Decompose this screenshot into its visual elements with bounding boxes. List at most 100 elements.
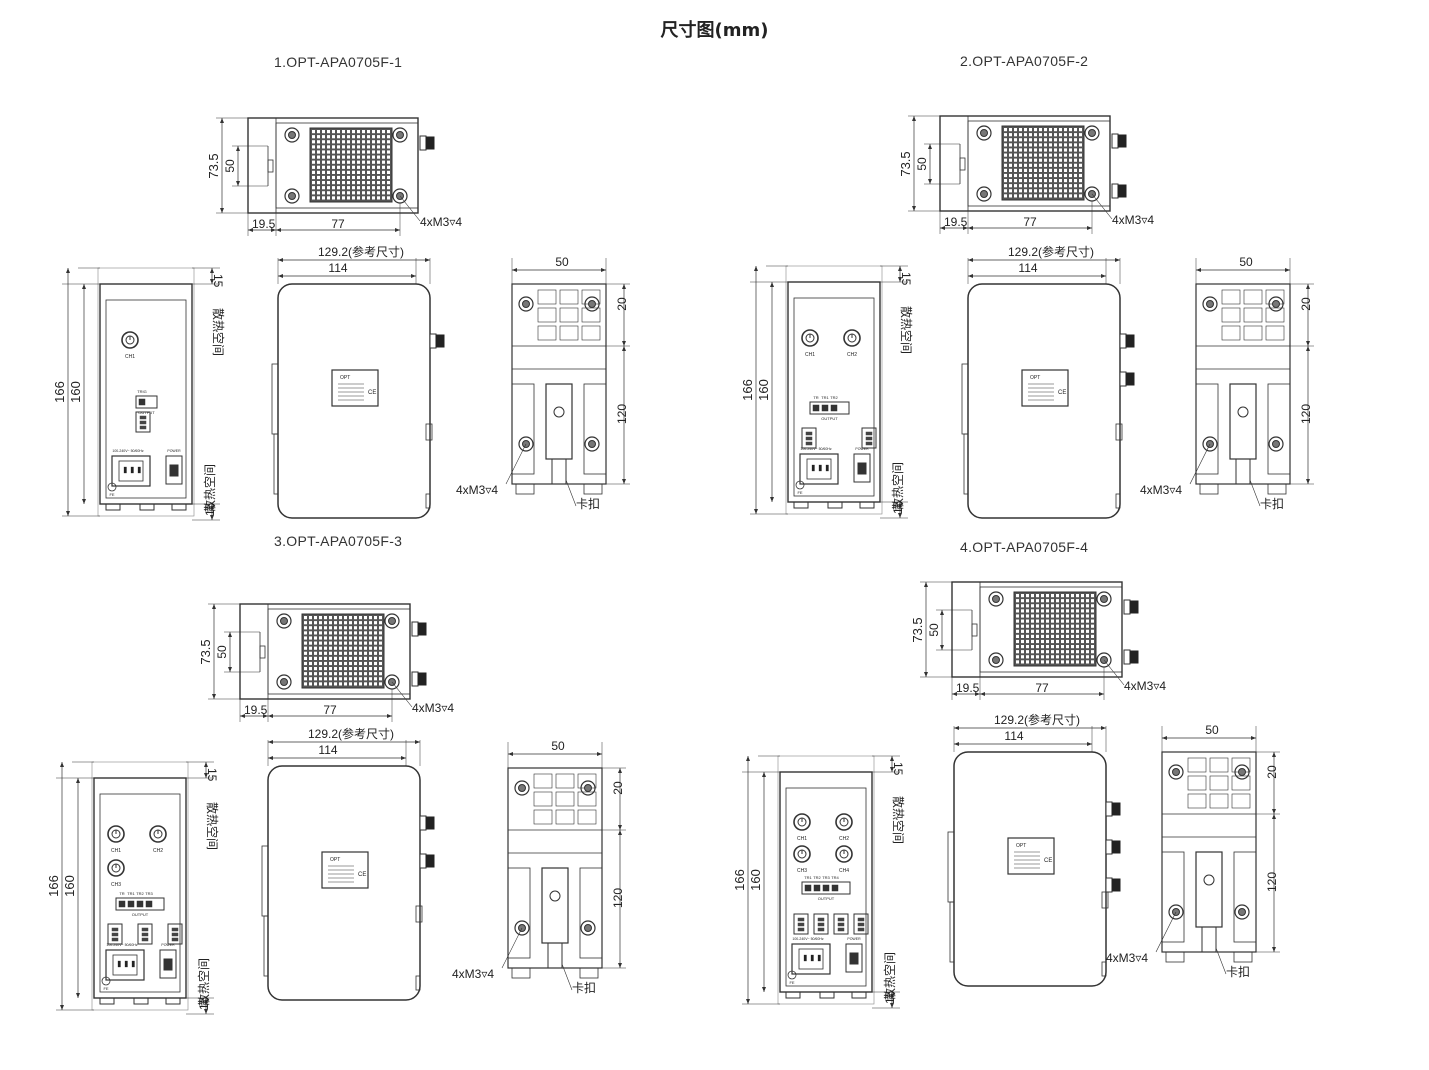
- grille-hole: [379, 636, 382, 640]
- grille-hole: [1019, 194, 1022, 198]
- grille-hole: [1039, 168, 1042, 172]
- grille-hole: [1049, 173, 1052, 178]
- grille-hole: [1044, 133, 1047, 137]
- grille-hole: [1079, 194, 1082, 198]
- grille-hole: [372, 175, 375, 180]
- grille-hole: [369, 641, 372, 645]
- grille-hole: [1026, 645, 1029, 649]
- grille-hole: [304, 672, 307, 676]
- grille-hole: [332, 170, 335, 174]
- side-body: [277, 283, 431, 519]
- grille-hole: [1046, 655, 1049, 659]
- heat-space-top: 散热空间: [211, 308, 226, 356]
- output-connector-icon-pin: [865, 431, 873, 436]
- grille-hole: [1014, 133, 1017, 137]
- grille-hole: [1021, 594, 1024, 598]
- bnc-connector-icon-head: [425, 854, 435, 868]
- dim-side-width: 50: [551, 739, 565, 753]
- grille-hole: [339, 641, 342, 645]
- grille-hole: [1044, 138, 1047, 142]
- grille-hole: [1041, 609, 1044, 613]
- knob-icon: [107, 825, 125, 843]
- end-foot: [1165, 951, 1185, 963]
- grille-hole: [1079, 163, 1082, 167]
- grille-hole: [374, 616, 377, 620]
- grille-hole: [1034, 179, 1037, 183]
- grille-hole: [334, 661, 337, 666]
- grille-hole: [1036, 624, 1039, 628]
- end-rib: [537, 325, 557, 341]
- grille-hole: [1061, 599, 1064, 603]
- grille-hole: [1081, 609, 1084, 613]
- grille-hole: [1016, 599, 1019, 603]
- grille-hole: [382, 160, 385, 164]
- grille-hole: [324, 656, 327, 660]
- grille-hole: [1034, 163, 1037, 167]
- front-panel: [99, 793, 181, 993]
- grille-hole: [1061, 639, 1064, 644]
- grille-hole: [1066, 660, 1069, 664]
- inlet-pin: [123, 466, 127, 474]
- grille-hole: [1036, 645, 1039, 649]
- grille-hole: [369, 626, 372, 630]
- grille-hole: [1016, 634, 1019, 638]
- dim-body-depth: 114: [318, 743, 337, 757]
- top-latch: [971, 623, 978, 637]
- grille-hole: [1044, 148, 1047, 152]
- grille-hole: [1019, 189, 1022, 193]
- knob-icon-label: CH3: [797, 868, 807, 874]
- grille-hole: [347, 150, 350, 154]
- end-screw-icon-center: [584, 784, 592, 792]
- end-rib: [537, 307, 557, 323]
- grille-hole: [1046, 634, 1049, 638]
- power-switch-icon: [159, 949, 177, 979]
- grille-hole: [377, 135, 380, 139]
- grille-hole: [1044, 173, 1047, 178]
- grille-hole: [337, 175, 340, 180]
- power-inlet-icon: [791, 943, 831, 975]
- grille-hole: [1021, 604, 1024, 608]
- grille-hole: [1071, 650, 1074, 654]
- grille-hole: [1021, 614, 1024, 618]
- end-rib: [559, 289, 579, 305]
- grille-hole: [1059, 128, 1062, 132]
- knob-icon: [793, 813, 811, 831]
- grille-hole: [1051, 629, 1054, 633]
- grille-hole: [1086, 634, 1089, 638]
- trigger-terminal: [801, 881, 851, 895]
- power-switch-rocker: [163, 958, 173, 971]
- knob-icon: [843, 329, 861, 347]
- grille-hole: [1014, 128, 1017, 132]
- grille-hole: [1051, 650, 1054, 654]
- grille-hole: [1091, 629, 1094, 633]
- grille-hole: [367, 175, 370, 180]
- foot: [171, 503, 187, 511]
- grille-hole: [1009, 163, 1012, 167]
- bnc-connector-icon-head: [1117, 184, 1127, 198]
- tr-label: TR3: [822, 875, 830, 880]
- end-foot: [1233, 951, 1253, 963]
- grille-hole: [1004, 194, 1007, 198]
- terminal-pin: [145, 900, 153, 908]
- grille-hole: [329, 626, 332, 630]
- power-label: POWER: [855, 447, 869, 451]
- grille-hole: [387, 186, 390, 190]
- grille-hole: [309, 631, 312, 635]
- top-screw-icon: [1084, 125, 1100, 141]
- grille-hole: [1074, 194, 1077, 198]
- grille-hole: [332, 160, 335, 164]
- output-label: OUTPUT: [818, 896, 835, 901]
- grille-hole: [382, 175, 385, 180]
- grille-hole: [1059, 143, 1062, 147]
- grille-hole: [379, 651, 382, 655]
- grille-hole: [1049, 168, 1052, 172]
- bnc-connector-icon-head: [417, 672, 427, 686]
- output-connector-icon-pin: [797, 922, 805, 927]
- grille-hole: [329, 616, 332, 620]
- foot: [133, 997, 149, 1005]
- grille-hole: [1071, 629, 1074, 633]
- grille-hole: [349, 682, 352, 686]
- grille-hole: [374, 667, 377, 671]
